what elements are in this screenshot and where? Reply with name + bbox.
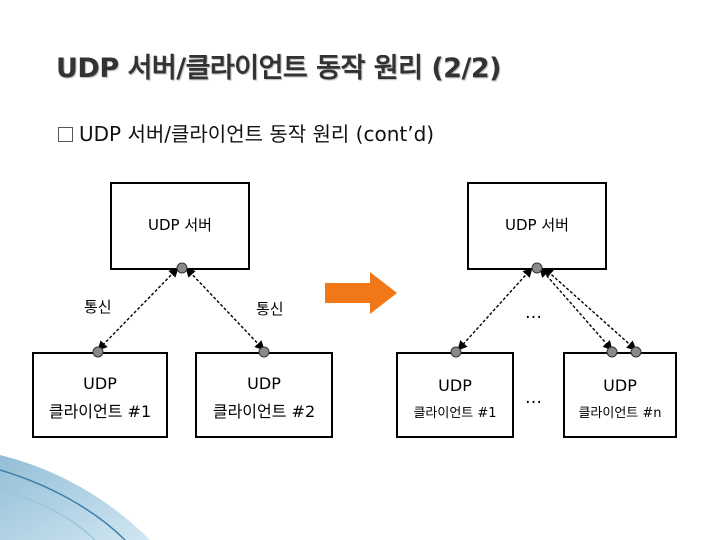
udp-client-2-box: UDP 클라이언트 #2 bbox=[195, 352, 333, 438]
client-node-dot bbox=[630, 346, 642, 358]
server-label: UDP 서버 bbox=[505, 216, 569, 234]
client-label-line2: 클라이언트 #n bbox=[578, 406, 662, 421]
comm-label-left: 통신 bbox=[84, 298, 112, 316]
corner-decoration-stripe-2 bbox=[0, 489, 96, 540]
corner-decoration bbox=[0, 455, 150, 540]
client-node-dot bbox=[606, 346, 618, 358]
server-node-dot bbox=[531, 262, 543, 274]
client-label-line2: 클라이언트 #2 bbox=[212, 402, 316, 421]
connection-line bbox=[185, 267, 265, 351]
server-node-dot bbox=[176, 262, 188, 274]
client-label-line2: 클라이언트 #1 bbox=[48, 402, 152, 421]
transition-arrow-icon bbox=[325, 272, 397, 314]
bullet-square-icon bbox=[58, 127, 73, 142]
page-title: UDP 서버/클라이언트 동작 원리 (2/2) bbox=[56, 53, 501, 84]
client-label-line1: UDP bbox=[438, 376, 472, 395]
ellipsis-mid: … bbox=[525, 388, 542, 408]
connection-line bbox=[97, 267, 179, 351]
server-label: UDP 서버 bbox=[148, 216, 212, 234]
connection-line bbox=[543, 267, 637, 351]
client-label-line2: 클라이언트 #1 bbox=[413, 406, 497, 421]
ellipsis-top: … bbox=[525, 303, 542, 323]
udp-client-n-box: UDP 클라이언트 #n bbox=[563, 352, 677, 438]
udp-client-1-box-right: UDP 클라이언트 #1 bbox=[396, 352, 514, 438]
corner-decoration-stripe bbox=[0, 469, 126, 540]
client-label-line1: UDP bbox=[83, 374, 117, 393]
client-label-line1: UDP bbox=[603, 376, 637, 395]
client-node-dot bbox=[92, 346, 104, 358]
udp-server-box-left: UDP 서버 bbox=[110, 182, 250, 270]
udp-client-1-box: UDP 클라이언트 #1 bbox=[32, 352, 168, 438]
bullet-item: UDP 서버/클라이언트 동작 원리 (cont’d) bbox=[58, 118, 434, 147]
udp-server-box-right: UDP 서버 bbox=[467, 182, 607, 270]
connection-line bbox=[457, 267, 533, 351]
client-node-dot bbox=[258, 346, 270, 358]
client-node-dot bbox=[450, 346, 462, 358]
bullet-text: UDP 서버/클라이언트 동작 원리 (cont’d) bbox=[79, 122, 435, 146]
comm-label-right: 통신 bbox=[256, 300, 284, 318]
client-label-line1: UDP bbox=[247, 374, 281, 393]
